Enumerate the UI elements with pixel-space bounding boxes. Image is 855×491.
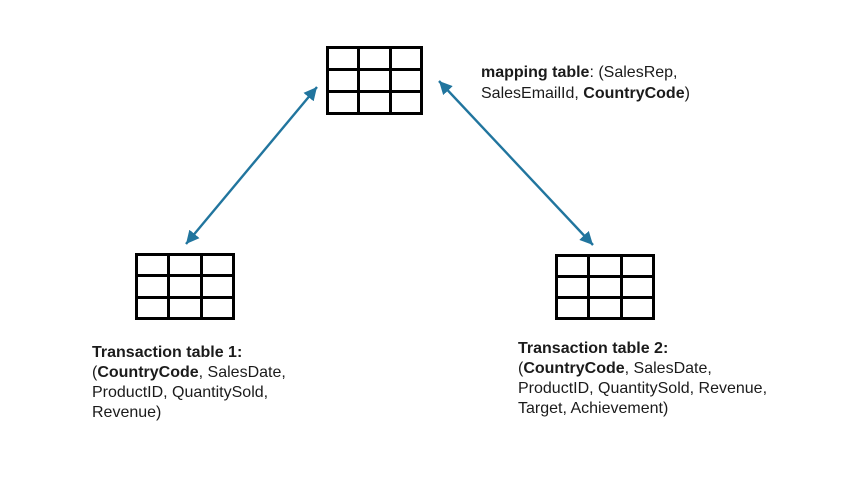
table-cell	[590, 257, 620, 275]
table-cell	[558, 257, 588, 275]
table-cell	[202, 277, 232, 296]
table-cell	[590, 278, 620, 296]
t2-cols-rest: , SalesDate, ProductID, QuantitySold, Re…	[518, 360, 768, 417]
table-cell	[170, 277, 200, 296]
table-cell	[329, 71, 358, 90]
t1-cols-rest: , SalesDate, ProductID, QuantitySold, Re…	[92, 364, 286, 421]
transaction-table-2-title: Transaction table 2:	[518, 339, 776, 359]
table-cell	[138, 256, 168, 275]
table-cell	[202, 298, 232, 317]
t2-cols-open: (	[518, 360, 524, 377]
table-cell	[558, 278, 588, 296]
table-cell	[622, 299, 652, 317]
table-cell	[391, 71, 420, 90]
mapping-table-label: mapping table: (SalesRep, SalesEmailId, …	[481, 62, 729, 104]
mapping-table-label-text: : (SalesRep, SalesEmailId,	[481, 64, 678, 102]
transaction-table-1-icon	[135, 253, 235, 320]
transaction-table-2-title-text: Transaction table 2:	[518, 340, 669, 357]
table-cell	[622, 257, 652, 275]
table-cell	[138, 298, 168, 317]
mapping-table-icon	[326, 46, 423, 115]
t1-cols-bold-key: CountryCode	[97, 364, 199, 381]
table-cell	[590, 299, 620, 317]
transaction-table-1-label: Transaction table 1: (CountryCode, Sales…	[92, 343, 320, 423]
table-cell	[360, 49, 389, 68]
arrow-mapping-to-table2	[438, 80, 594, 246]
table-cell	[558, 299, 588, 317]
transaction-table-2-columns: (CountryCode, SalesDate, ProductID, Quan…	[518, 359, 776, 419]
table-cell	[202, 256, 232, 275]
transaction-table-2-icon	[555, 254, 655, 320]
table-cell	[329, 93, 358, 112]
table-cell	[360, 93, 389, 112]
transaction-table-1-title: Transaction table 1:	[92, 343, 320, 363]
transaction-table-1-columns: (CountryCode, SalesDate, ProductID, Quan…	[92, 363, 320, 423]
table-cell	[329, 49, 358, 68]
table-cell	[391, 93, 420, 112]
table-cell	[170, 298, 200, 317]
mapping-table-label-close: )	[684, 85, 690, 102]
mapping-table-label-bold: mapping table	[481, 64, 590, 81]
arrow-mapping-to-table1	[185, 86, 318, 245]
table-cell	[138, 277, 168, 296]
transaction-table-1-title-text: Transaction table 1:	[92, 344, 243, 361]
t2-cols-bold-key: CountryCode	[523, 360, 625, 377]
table-cell	[391, 49, 420, 68]
table-cell	[360, 71, 389, 90]
t1-cols-open: (	[92, 364, 98, 381]
table-cell	[622, 278, 652, 296]
transaction-table-2-label: Transaction table 2: (CountryCode, Sales…	[518, 339, 776, 419]
table-cell	[170, 256, 200, 275]
mapping-table-label-bold-key: CountryCode	[583, 85, 685, 102]
